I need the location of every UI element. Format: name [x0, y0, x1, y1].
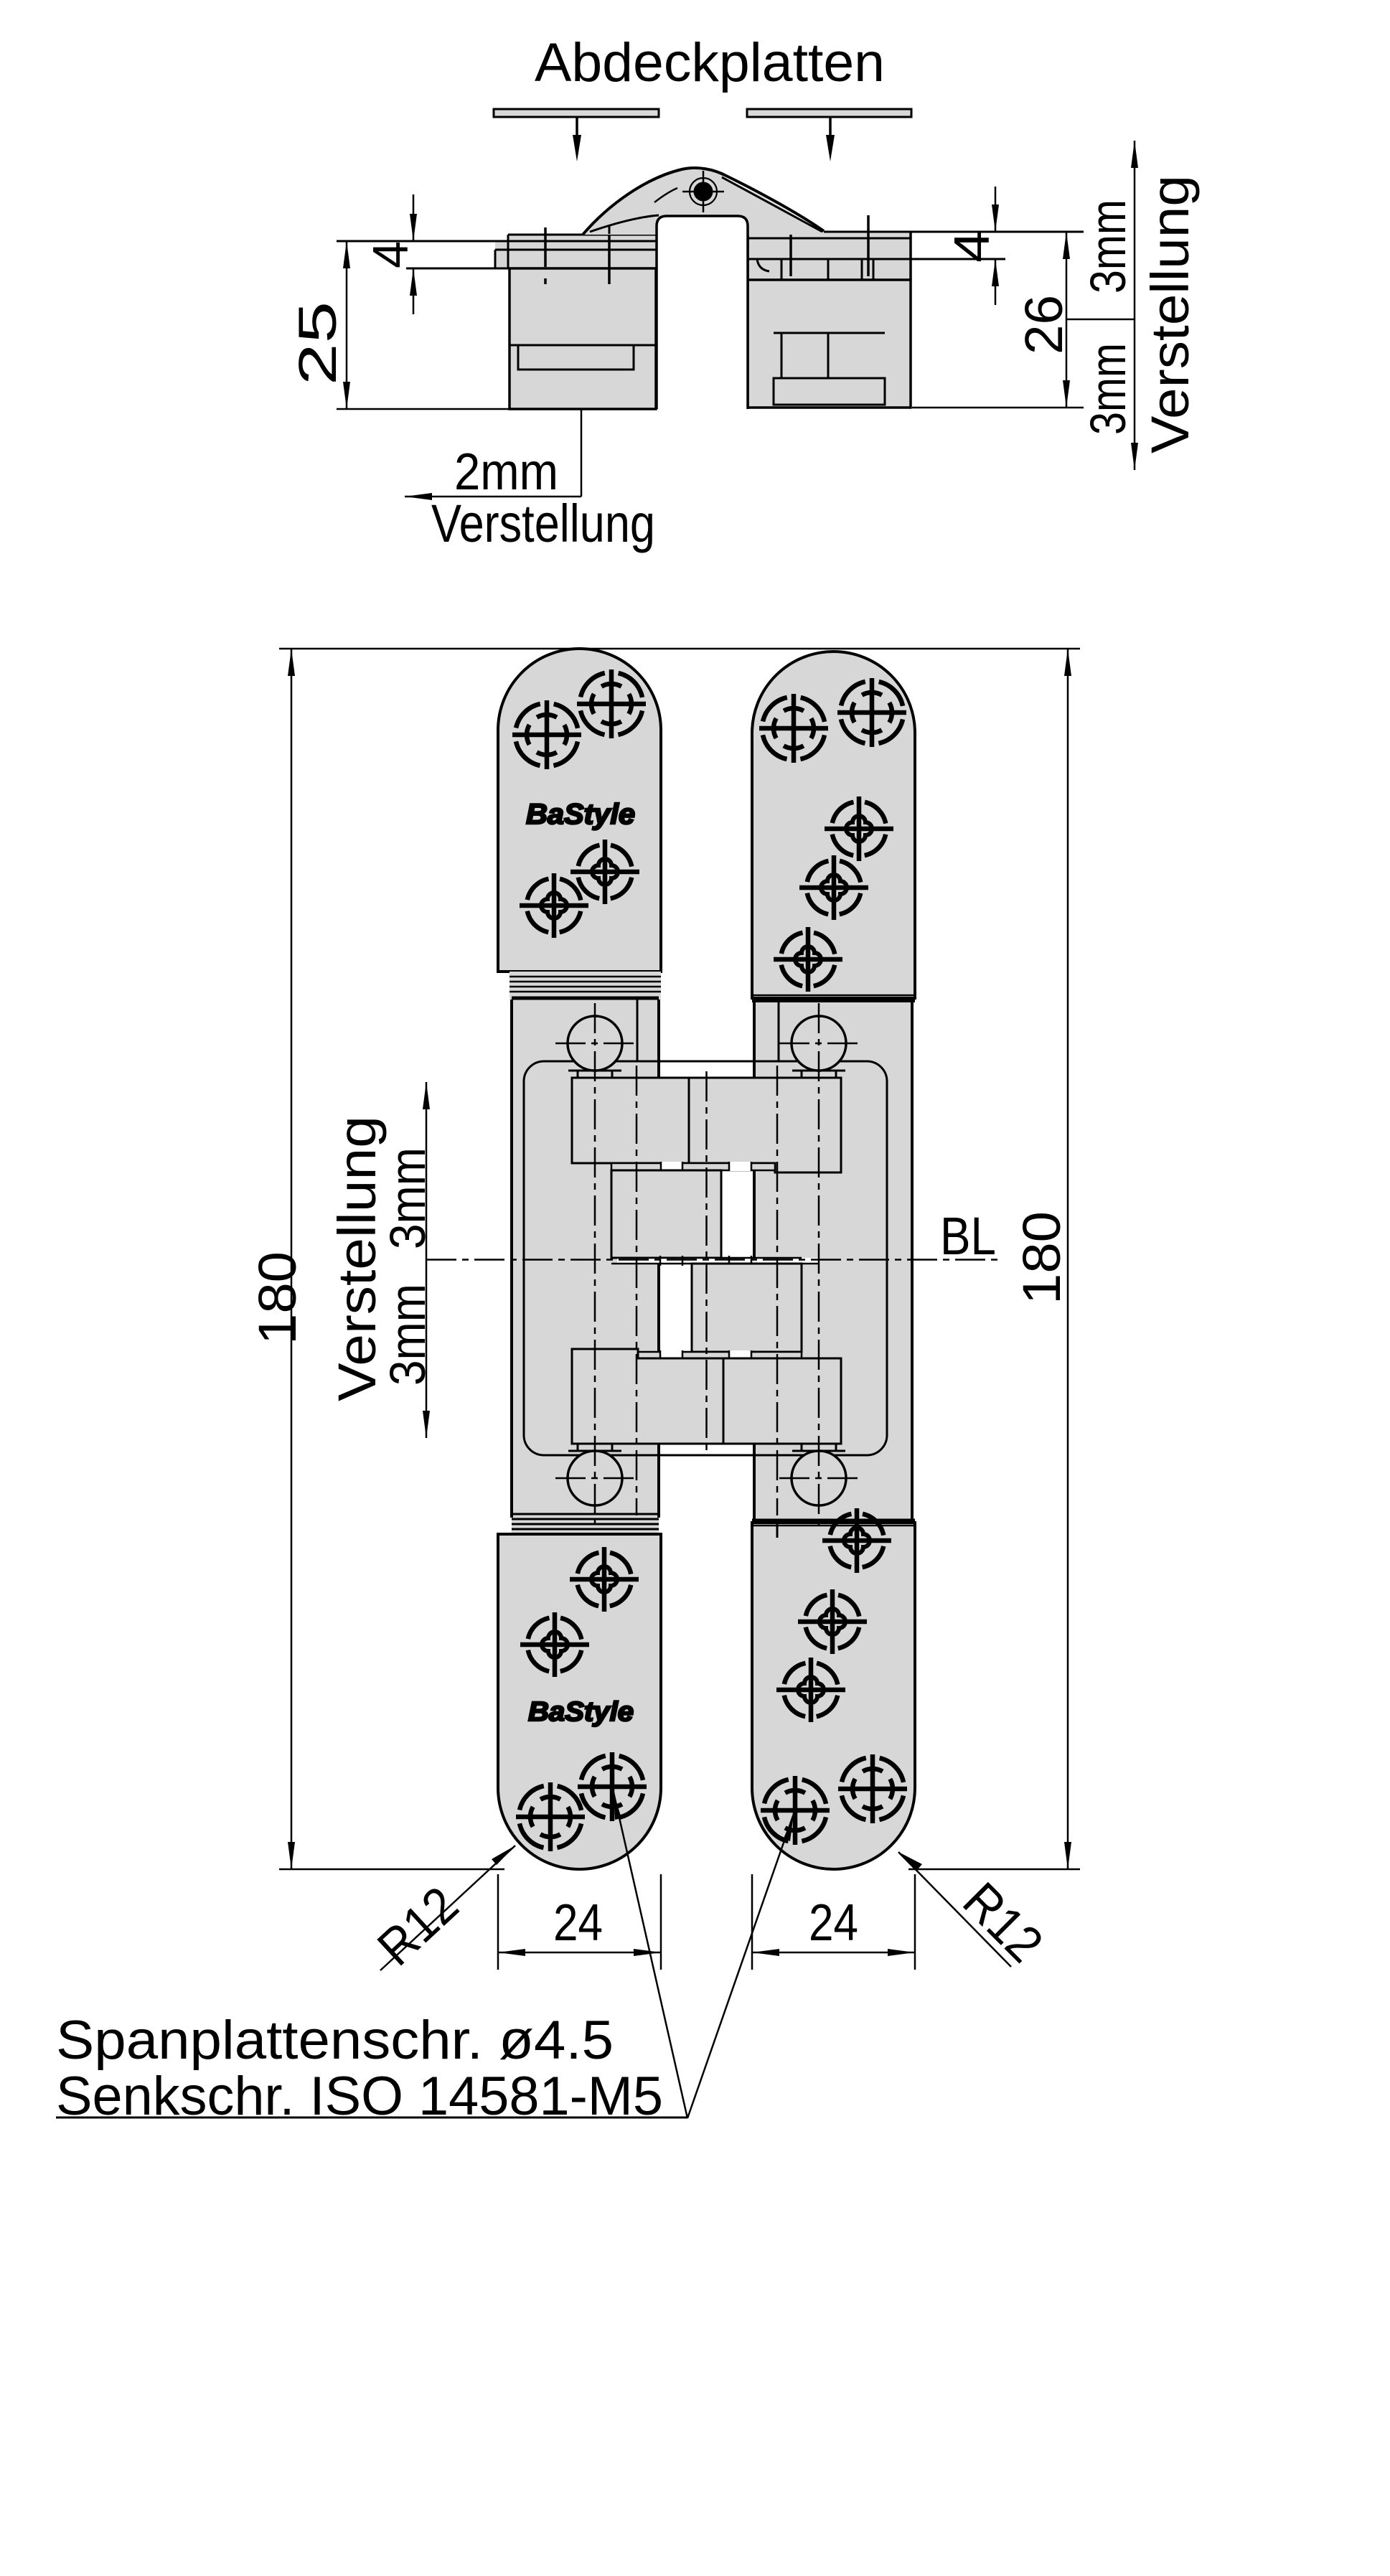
svg-text:3mm: 3mm: [380, 1284, 436, 1386]
svg-text:4: 4: [944, 230, 1000, 263]
svg-text:3mm: 3mm: [380, 1147, 436, 1249]
svg-text:Verstellung: Verstellung: [327, 1116, 387, 1401]
svg-text:3mm: 3mm: [1080, 199, 1136, 293]
svg-text:Abdeckplatten: Abdeckplatten: [535, 32, 885, 93]
svg-text:Verstellung: Verstellung: [431, 494, 655, 553]
svg-text:Spanplattenschr. ø4.5: Spanplattenschr. ø4.5: [56, 2010, 614, 2071]
svg-text:25: 25: [288, 301, 347, 385]
svg-text:Verstellung: Verstellung: [1140, 175, 1200, 453]
svg-text:Senkschr. ISO 14581-M5: Senkschr. ISO 14581-M5: [56, 2066, 663, 2127]
svg-text:BaStyle: BaStyle: [526, 799, 635, 830]
svg-text:4: 4: [362, 241, 418, 268]
svg-text:3mm: 3mm: [1080, 343, 1136, 435]
svg-text:24: 24: [809, 1894, 858, 1952]
svg-text:BaStyle: BaStyle: [528, 1697, 634, 1727]
svg-text:180: 180: [248, 1251, 307, 1345]
svg-text:26: 26: [1014, 295, 1074, 354]
svg-text:180: 180: [1012, 1211, 1071, 1305]
svg-text:24: 24: [553, 1894, 603, 1952]
svg-text:2mm: 2mm: [454, 443, 558, 501]
svg-text:BL: BL: [940, 1206, 996, 1266]
